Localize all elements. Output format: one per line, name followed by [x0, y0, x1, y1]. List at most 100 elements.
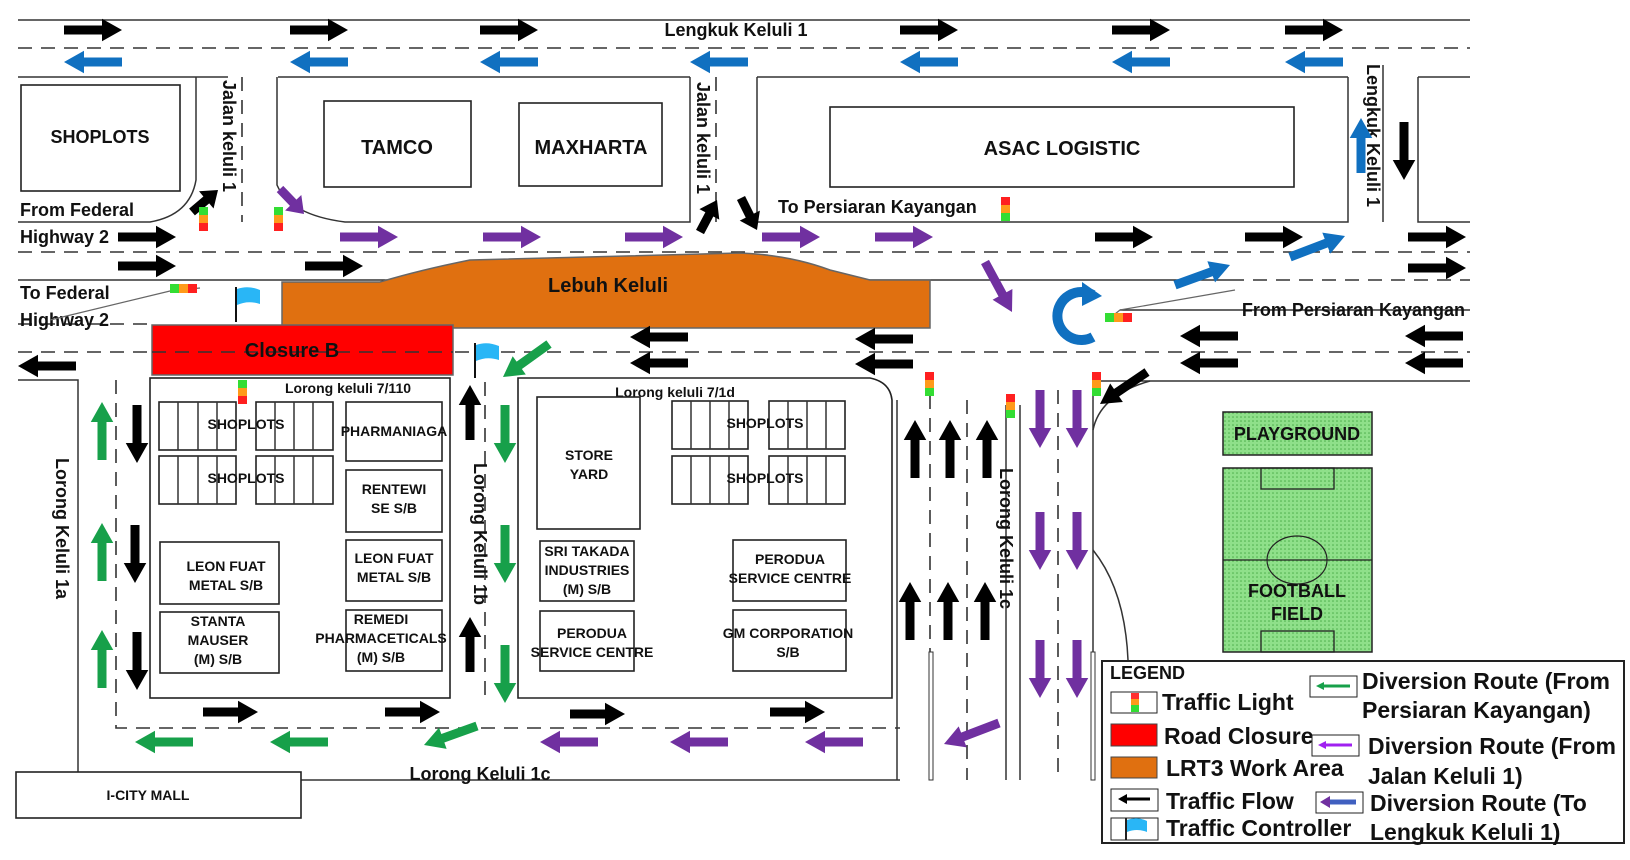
traffic-flow-arrow-icon: [936, 582, 960, 640]
traffic-flow-arrow-icon: [118, 225, 176, 249]
svg-text:SHOPLOTS: SHOPLOTS: [50, 127, 149, 147]
diversion-from-jalan-arrow-icon: [762, 225, 820, 249]
diversion-from-jalan-arrow-icon: [1065, 512, 1089, 570]
traffic-flow-arrow-icon: [903, 420, 927, 478]
traffic-flow-arrow-icon: [1408, 225, 1466, 249]
diversion-from-jalan-arrow-icon: [483, 225, 541, 249]
road-label-jalan-keluli-1-right: Jalan keluli 1: [693, 82, 713, 194]
curb-curve-2: [1092, 549, 1129, 661]
building-rentewi: RENTEWI SE S/B: [345, 469, 443, 533]
road-label-lengkuk-keluli-1-right: Lengkuk Keluli 1: [1363, 64, 1383, 207]
traffic-flow-arrow-icon: [973, 582, 997, 640]
traffic-flow-arrow-icon: [1405, 324, 1463, 348]
traffic-flow-arrow-icon: [458, 617, 482, 672]
traffic-flow-arrow-icon: [855, 352, 913, 376]
road-label-lorong-keluli-1c: Lorong Keluli 1c: [409, 764, 550, 784]
traffic-flow-arrow-icon: [1408, 256, 1466, 280]
road-label-jalan-keluli-1-left: Jalan keluli 1: [219, 80, 239, 192]
traffic-flow-arrow-icon: [630, 325, 688, 349]
svg-text:TAMCO: TAMCO: [361, 137, 433, 159]
svg-text:GM CORPORATION: GM CORPORATION: [723, 625, 853, 641]
legend: LEGEND Traffic Light Road Closure LRT3 W…: [1101, 660, 1625, 845]
traffic-flow-arrow-icon: [1285, 18, 1343, 42]
diversion-from-jalan-arrow-icon: [875, 225, 933, 249]
lebuh-keluli-label: Lebuh Keluli: [548, 275, 668, 297]
traffic-light-icon: [1105, 313, 1132, 322]
diversion-from-jalan-arrow-icon: [540, 730, 598, 754]
traffic-flow-arrow-icon: [1245, 225, 1303, 249]
legend-traffic-light: Traffic Light: [1162, 689, 1294, 715]
traffic-flow-arrow-icon: [458, 385, 482, 440]
legend-div-lengkuk-1: Diversion Route (To: [1370, 790, 1587, 816]
legend-lrt3: LRT3 Work Area: [1166, 755, 1344, 781]
legend-traffic-controller: Traffic Controller: [1166, 815, 1351, 841]
svg-text:SRI TAKADA: SRI TAKADA: [544, 543, 629, 559]
diversion-to-lengkuk-arrow-icon: [900, 50, 958, 74]
diversion-from-persiaran-arrow-icon: [90, 630, 114, 688]
building-shoplots-d: SHOPLOTS: [671, 455, 846, 505]
diversion-from-jalan-arrow-icon: [276, 185, 304, 214]
building-shoplots-a: SHOPLOTS: [158, 401, 334, 451]
traffic-flow-arrow-icon: [570, 702, 625, 726]
building-i-city-mall: I-CITY MALL: [15, 771, 302, 819]
diversion-from-persiaran-arrow-icon: [493, 525, 517, 583]
block-outline-shoplots: [18, 77, 197, 223]
traffic-light-icon: [1092, 372, 1101, 396]
road-label-lorong-7-110: Lorong keluli 7/110: [285, 380, 411, 396]
svg-text:SE S/B: SE S/B: [371, 500, 417, 516]
svg-text:METAL S/B: METAL S/B: [189, 577, 263, 593]
diversion-to-lengkuk-arrow-icon: [64, 50, 122, 74]
svg-text:SHOPLOTS: SHOPLOTS: [726, 415, 803, 431]
traffic-light-icon: [170, 284, 197, 293]
building-store-yard: STORE YARD: [536, 396, 641, 530]
road-label-lorong-keluli-1a: Lorong Keluli 1a: [52, 458, 72, 600]
diversion-from-persiaran-arrow-icon: [90, 523, 114, 581]
traffic-flow-arrow-icon: [1112, 18, 1170, 42]
diversion-from-jalan-arrow-icon: [1065, 390, 1089, 448]
traffic-flow-arrow-icon: [1392, 122, 1416, 180]
closure-b-label: Closure B: [245, 340, 339, 362]
diversion-to-lengkuk-arrow-icon: [1288, 232, 1345, 262]
traffic-controllers: [235, 287, 499, 378]
road-label-lengkuk-keluli-1: Lengkuk Keluli 1: [664, 20, 807, 40]
traffic-flow-arrow-icon: [1095, 225, 1153, 249]
traffic-light-icon: [925, 372, 934, 396]
svg-text:FOOTBALL: FOOTBALL: [1248, 581, 1346, 601]
building-leon-fuat-2: LEON FUAT METAL S/B: [345, 539, 443, 602]
traffic-flow-arrow-icon: [1180, 324, 1238, 348]
traffic-light-icon: [238, 380, 247, 404]
svg-text:FIELD: FIELD: [1271, 604, 1323, 624]
football-field: FOOTBALL FIELD: [1222, 467, 1373, 653]
legend-title: LEGEND: [1110, 663, 1185, 683]
traffic-flow-arrow-icon: [736, 195, 760, 230]
svg-text:PLAYGROUND: PLAYGROUND: [1234, 424, 1360, 444]
diversion-from-persiaran-arrow-icon: [424, 721, 479, 749]
svg-text:SHOPLOTS: SHOPLOTS: [207, 470, 284, 486]
traffic-flow-arrow-icon: [630, 351, 688, 375]
building-perodua-1: PERODUA SERVICE CENTRE: [531, 610, 653, 672]
diversion-to-lengkuk-arrow-icon: [1349, 118, 1373, 173]
building-stanta-mauser: STANTA MAUSER (M) S/B: [159, 611, 280, 674]
diversion-from-persiaran-arrow-icon: [270, 730, 328, 754]
traffic-flow-arrow-icon: [64, 18, 122, 42]
traffic-flow-arrow-icon: [975, 420, 999, 478]
label-to-federal: To Federal: [20, 283, 110, 303]
road-outline-bottom-left: [18, 379, 900, 781]
svg-text:SHOPLOTS: SHOPLOTS: [726, 470, 803, 486]
traffic-controller-flag-icon: [474, 343, 499, 378]
building-remedi: REMEDI PHARMACETICALS (M) S/B: [315, 609, 447, 672]
legend-traffic-flow: Traffic Flow: [1166, 788, 1294, 814]
label-from-persiaran-kayangan: From Persiaran Kayangan: [1242, 300, 1465, 320]
building-leon-fuat-1: LEON FUAT METAL S/B: [159, 541, 280, 605]
legend-div-jalan-1: Diversion Route (From: [1368, 733, 1616, 759]
svg-text:PHARMANIAGA: PHARMANIAGA: [341, 423, 448, 439]
traffic-lights: [170, 197, 1132, 418]
diversion-from-persiaran-arrow-icon: [493, 645, 517, 703]
traffic-flow-arrow-icon: [1100, 368, 1150, 404]
traffic-light-icon: [1006, 394, 1015, 418]
svg-text:MAUSER: MAUSER: [188, 632, 249, 648]
traffic-light-icon: [199, 207, 208, 231]
legend-road-closure: Road Closure: [1164, 723, 1314, 749]
svg-text:YARD: YARD: [570, 466, 608, 482]
building-shoplots-c: SHOPLOTS: [671, 400, 846, 450]
